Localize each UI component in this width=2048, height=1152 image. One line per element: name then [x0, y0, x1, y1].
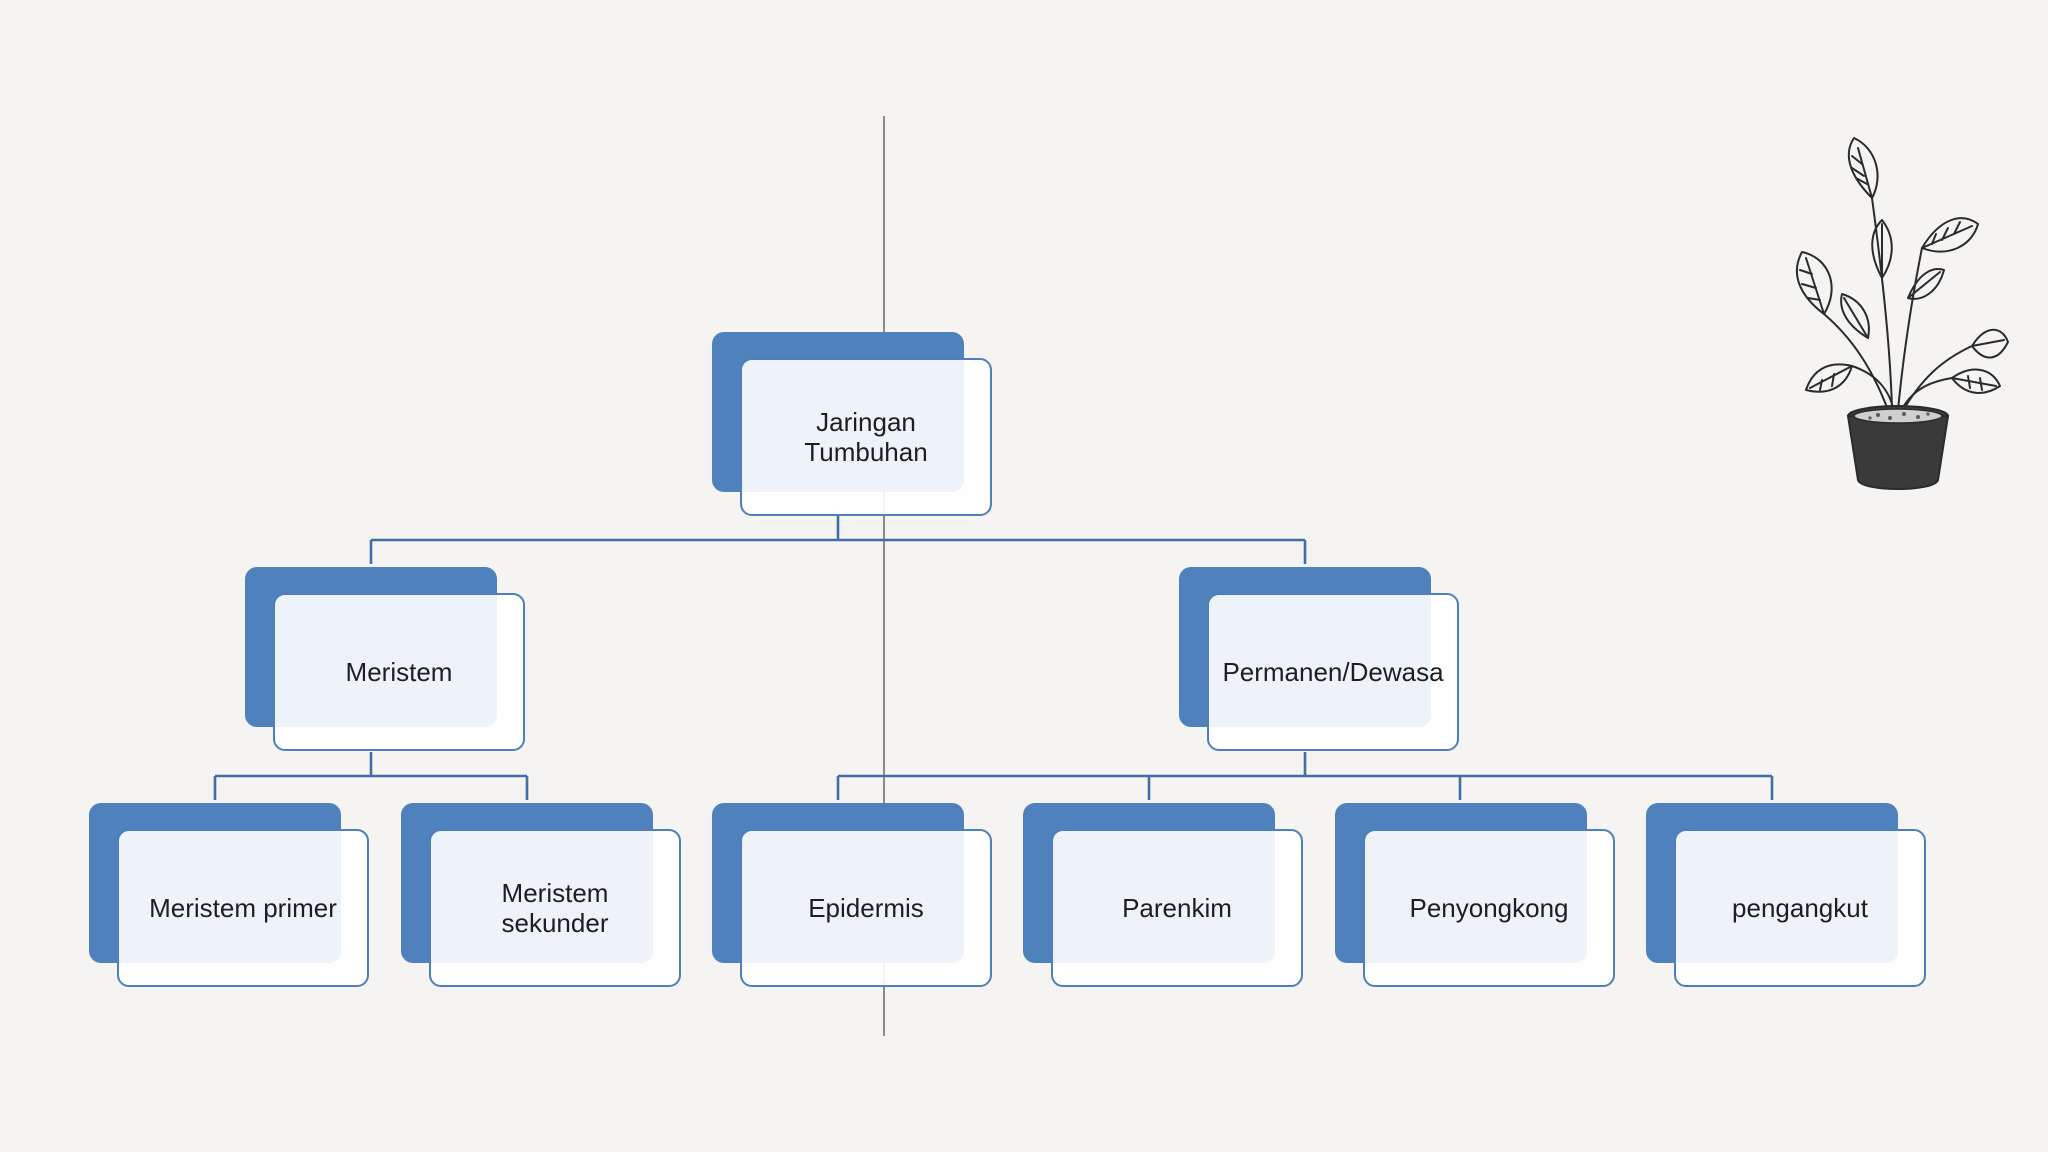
- node-jaringan-tumbuhan[interactable]: Jaringan Tumbuhan: [712, 332, 996, 522]
- node-card: Penyongkong: [1363, 829, 1615, 987]
- node-meristem[interactable]: Meristem: [245, 567, 529, 757]
- node-label: Permanen/Dewasa: [1222, 657, 1444, 687]
- node-label: pengangkut: [1732, 893, 1868, 923]
- node-label: Meristem: [345, 657, 453, 687]
- node-parenkim[interactable]: Parenkim: [1023, 803, 1307, 993]
- node-card: Permanen/Dewasa: [1207, 593, 1459, 751]
- node-label: Meristem primer: [149, 893, 337, 923]
- node-card: Parenkim: [1051, 829, 1303, 987]
- node-card: Meristem primer: [117, 829, 369, 987]
- node-card: Meristem sekunder: [429, 829, 681, 987]
- node-pengangkut[interactable]: pengangkut: [1646, 803, 1930, 993]
- node-card: Epidermis: [740, 829, 992, 987]
- node-card: Meristem: [273, 593, 525, 751]
- node-epidermis[interactable]: Epidermis: [712, 803, 996, 993]
- node-label: Meristem sekunder: [501, 878, 609, 938]
- connector-meristem-to-children: [213, 752, 529, 800]
- node-meristem-sekunder[interactable]: Meristem sekunder: [401, 803, 685, 993]
- node-label: Epidermis: [808, 893, 924, 923]
- connector-root-to-level1: [369, 516, 1307, 564]
- node-label: Penyongkong: [1409, 893, 1569, 923]
- connector-permanen-to-children: [836, 752, 1774, 800]
- node-label: Jaringan Tumbuhan: [804, 407, 928, 467]
- node-card: pengangkut: [1674, 829, 1926, 987]
- node-penyongkong[interactable]: Penyongkong: [1335, 803, 1619, 993]
- node-meristem-primer[interactable]: Meristem primer: [89, 803, 373, 993]
- node-permanen-dewasa[interactable]: Permanen/Dewasa: [1179, 567, 1463, 757]
- node-label: Parenkim: [1122, 893, 1232, 923]
- node-card: Jaringan Tumbuhan: [740, 358, 992, 516]
- potted-plant-icon: [1796, 137, 2009, 490]
